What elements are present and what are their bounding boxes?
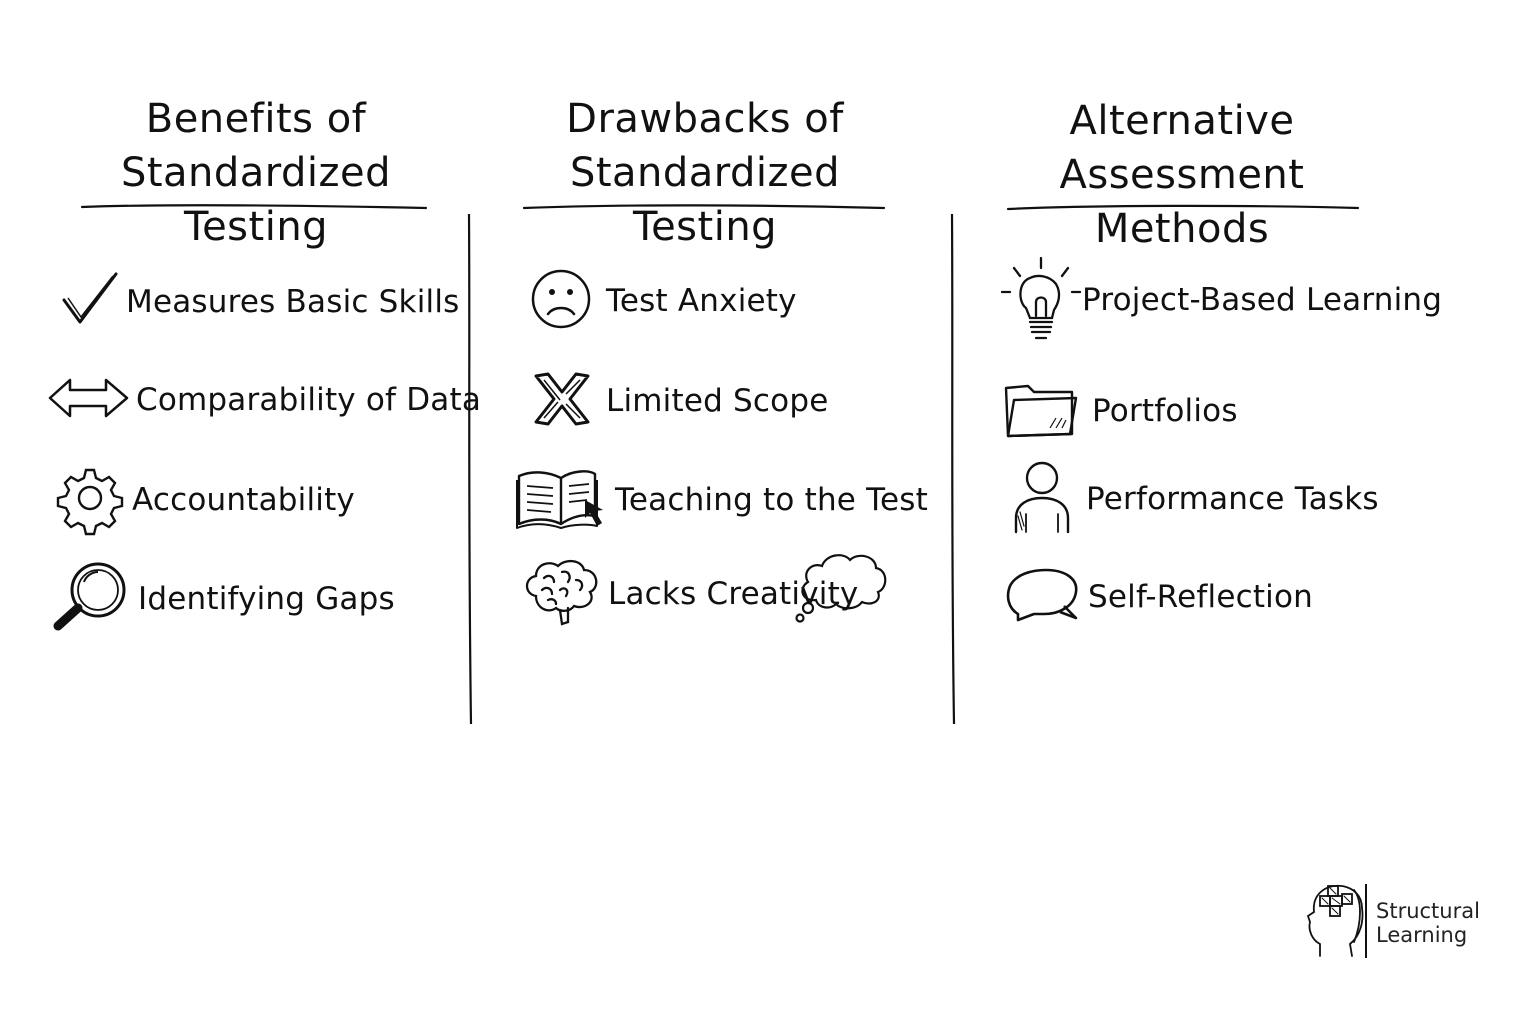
list-item: Comparability of Data <box>48 375 481 425</box>
column-divider <box>950 213 956 725</box>
double-arrow-icon <box>48 375 130 425</box>
item-label: Test Anxiety <box>606 283 797 319</box>
sad-face-icon <box>530 268 592 334</box>
item-label: Self-Reflection <box>1088 579 1314 615</box>
heading-benefits-line1: Benefits of <box>145 96 367 142</box>
item-label: Portfolios <box>1092 393 1238 429</box>
item-label: Lacks Creativity <box>608 576 859 612</box>
list-item: Teaching to the Test <box>515 466 928 534</box>
list-item: Performance Tasks <box>1010 460 1379 538</box>
list-item: Self-Reflection <box>1004 568 1313 626</box>
thought-cloud-icon <box>795 554 887 623</box>
list-item: Identifying Gaps <box>52 560 395 638</box>
item-label: Identifying Gaps <box>138 581 395 617</box>
list-item: Measures Basic Skills <box>58 270 460 334</box>
brain-icon <box>522 556 602 632</box>
heading-underline <box>522 204 886 210</box>
item-label: Performance Tasks <box>1086 481 1379 517</box>
heading-drawbacks-line1: Drawbacks of <box>566 96 844 142</box>
column-divider <box>467 213 473 725</box>
list-item: Limited Scope <box>532 372 829 430</box>
item-label: Accountability <box>132 482 355 518</box>
list-item: Project-Based Learning <box>1000 256 1442 350</box>
item-label: Measures Basic Skills <box>126 284 460 320</box>
heading-drawbacks: Drawbacks of Standardized Testing <box>510 92 900 254</box>
list-item: Test Anxiety <box>530 268 797 334</box>
heading-benefits-line2: Standardized Testing <box>120 150 392 250</box>
heading-alternatives: Alternative Assessment Methods <box>992 94 1372 256</box>
heading-benefits: Benefits of Standardized Testing <box>66 92 446 254</box>
logo-line2: Learning <box>1376 923 1468 947</box>
item-label: Teaching to the Test <box>615 482 928 518</box>
x-mark-icon <box>532 372 592 430</box>
heading-underline <box>1006 204 1360 211</box>
structural-learning-logo: Structural Learning <box>1306 882 1480 964</box>
item-label: Project-Based Learning <box>1082 282 1443 318</box>
list-item: Lacks Creativity <box>522 556 858 632</box>
person-icon <box>1010 460 1074 538</box>
list-item: Accountability <box>56 466 355 536</box>
lightbulb-icon <box>1000 256 1082 350</box>
magnifier-icon <box>52 560 130 638</box>
logo-line1: Structural <box>1376 899 1480 923</box>
heading-underline <box>80 204 428 210</box>
gear-icon <box>56 466 124 536</box>
speech-bubble-icon <box>1004 568 1080 626</box>
heading-drawbacks-line2: Standardized Testing <box>569 150 841 250</box>
head-puzzle-icon <box>1306 882 1368 964</box>
heading-alternatives-line1: Alternative <box>1069 98 1295 144</box>
list-item: Portfolios <box>1004 380 1238 442</box>
item-label: Comparability of Data <box>136 382 482 418</box>
open-book-cursor-icon <box>515 466 615 534</box>
item-label: Limited Scope <box>606 383 829 419</box>
checkmark-icon <box>58 270 122 334</box>
logo-text: Structural Learning <box>1368 899 1480 947</box>
heading-alternatives-line2: Assessment Methods <box>1059 152 1305 252</box>
folder-icon <box>1004 380 1078 442</box>
